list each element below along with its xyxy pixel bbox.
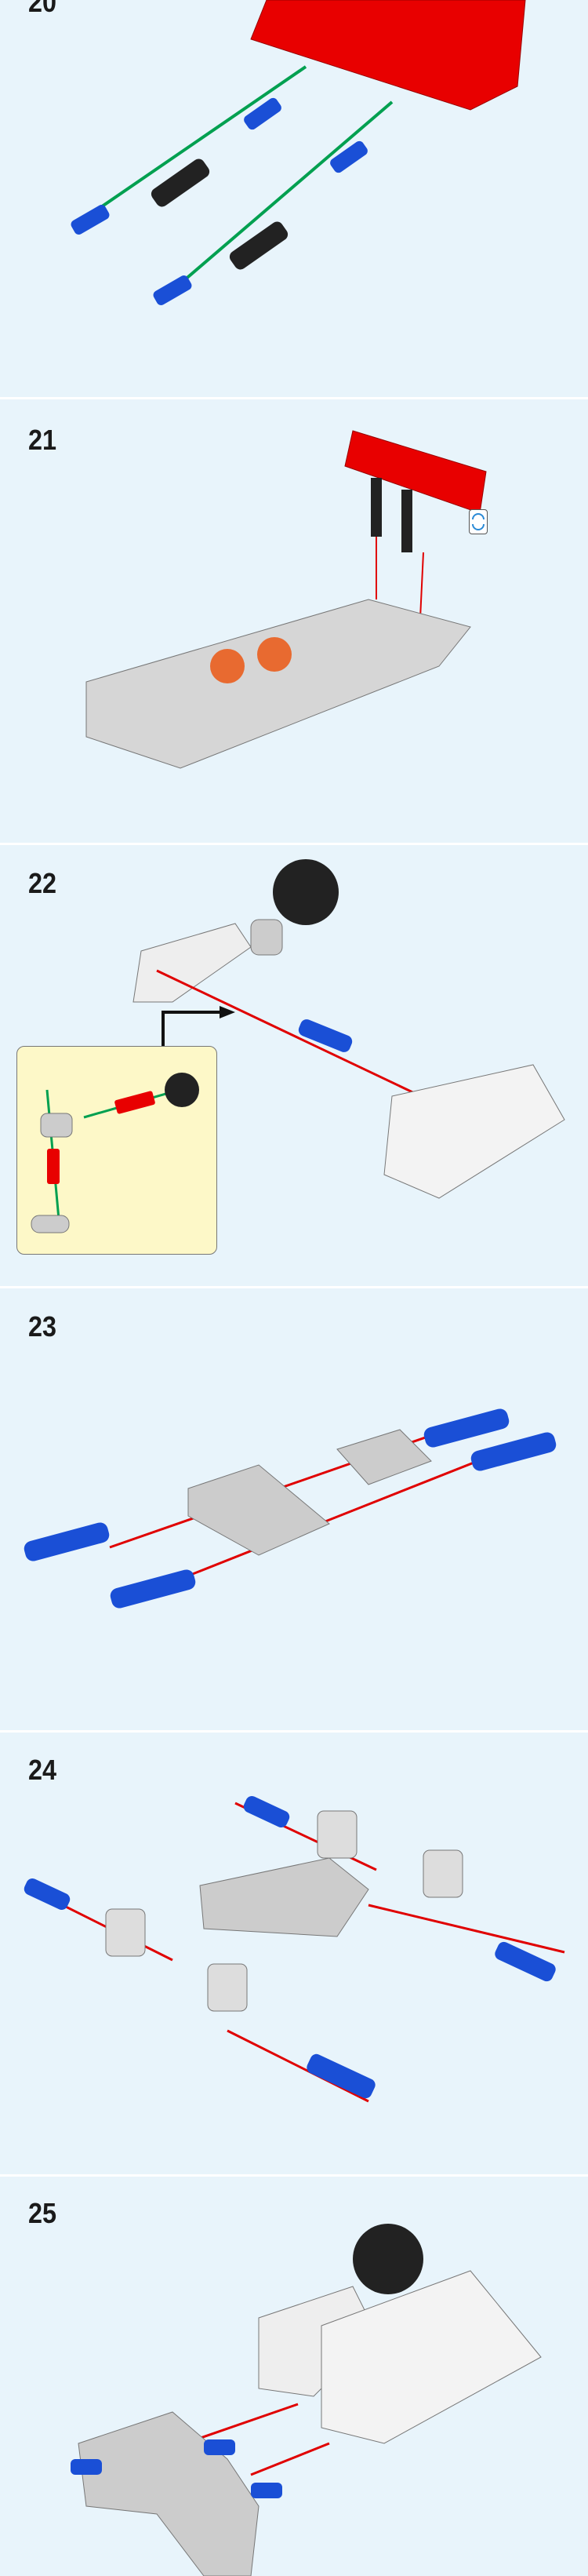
step-21-illustration [85, 430, 487, 769]
step-22-illustration [132, 859, 565, 1199]
orange-motor-part [210, 649, 245, 683]
step-number: 21 [28, 424, 57, 456]
blue-pin-part [71, 205, 110, 235]
gray-chassis-part [85, 599, 471, 769]
white-beam-part [132, 923, 252, 1003]
step-divider [0, 843, 588, 845]
gray-connector-part [105, 1908, 146, 1957]
gray-beam-part [187, 1464, 330, 1556]
black-connector-part [371, 478, 382, 537]
blue-pin-part [71, 2459, 102, 2475]
white-panel-part [383, 1064, 565, 1199]
red-panel-part [250, 0, 526, 111]
blue-pin-part [24, 1522, 110, 1561]
step-number: 22 [28, 867, 57, 899]
step-divider [0, 397, 588, 399]
green-arrow [93, 65, 307, 213]
white-panel-part [321, 2270, 542, 2444]
step-divider [0, 2174, 588, 2177]
blue-pin-part [24, 1878, 71, 1911]
black-connector-part [151, 158, 210, 207]
black-gear-part [165, 1073, 199, 1107]
step-number: 20 [28, 0, 57, 18]
callout-connector [162, 1011, 227, 1046]
gray-beam-part [199, 1857, 369, 1937]
red-panel-part [344, 430, 487, 514]
blue-pin-part [298, 1019, 353, 1052]
gray-assembly-part [78, 2411, 260, 2576]
step-number: 25 [28, 2197, 57, 2229]
rotate-model-icon [469, 509, 488, 534]
step-24-illustration [24, 1795, 565, 2103]
green-arrow [171, 100, 394, 292]
black-gear-part [353, 2224, 423, 2294]
red-arrow [140, 1444, 518, 1596]
sub-assembly-callout [16, 1046, 217, 1255]
black-gear-part [273, 859, 339, 925]
step-number: 23 [28, 1310, 57, 1343]
step-number: 24 [28, 1754, 57, 1786]
step-23-illustration [24, 1408, 557, 1609]
gray-connector-part [40, 1113, 73, 1138]
step-divider [0, 1286, 588, 1288]
step-divider [0, 1730, 588, 1733]
step-20-illustration [71, 0, 526, 305]
step-25-illustration [71, 2224, 542, 2576]
red-arrow [195, 2403, 299, 2441]
red-axle-part [114, 1091, 155, 1114]
